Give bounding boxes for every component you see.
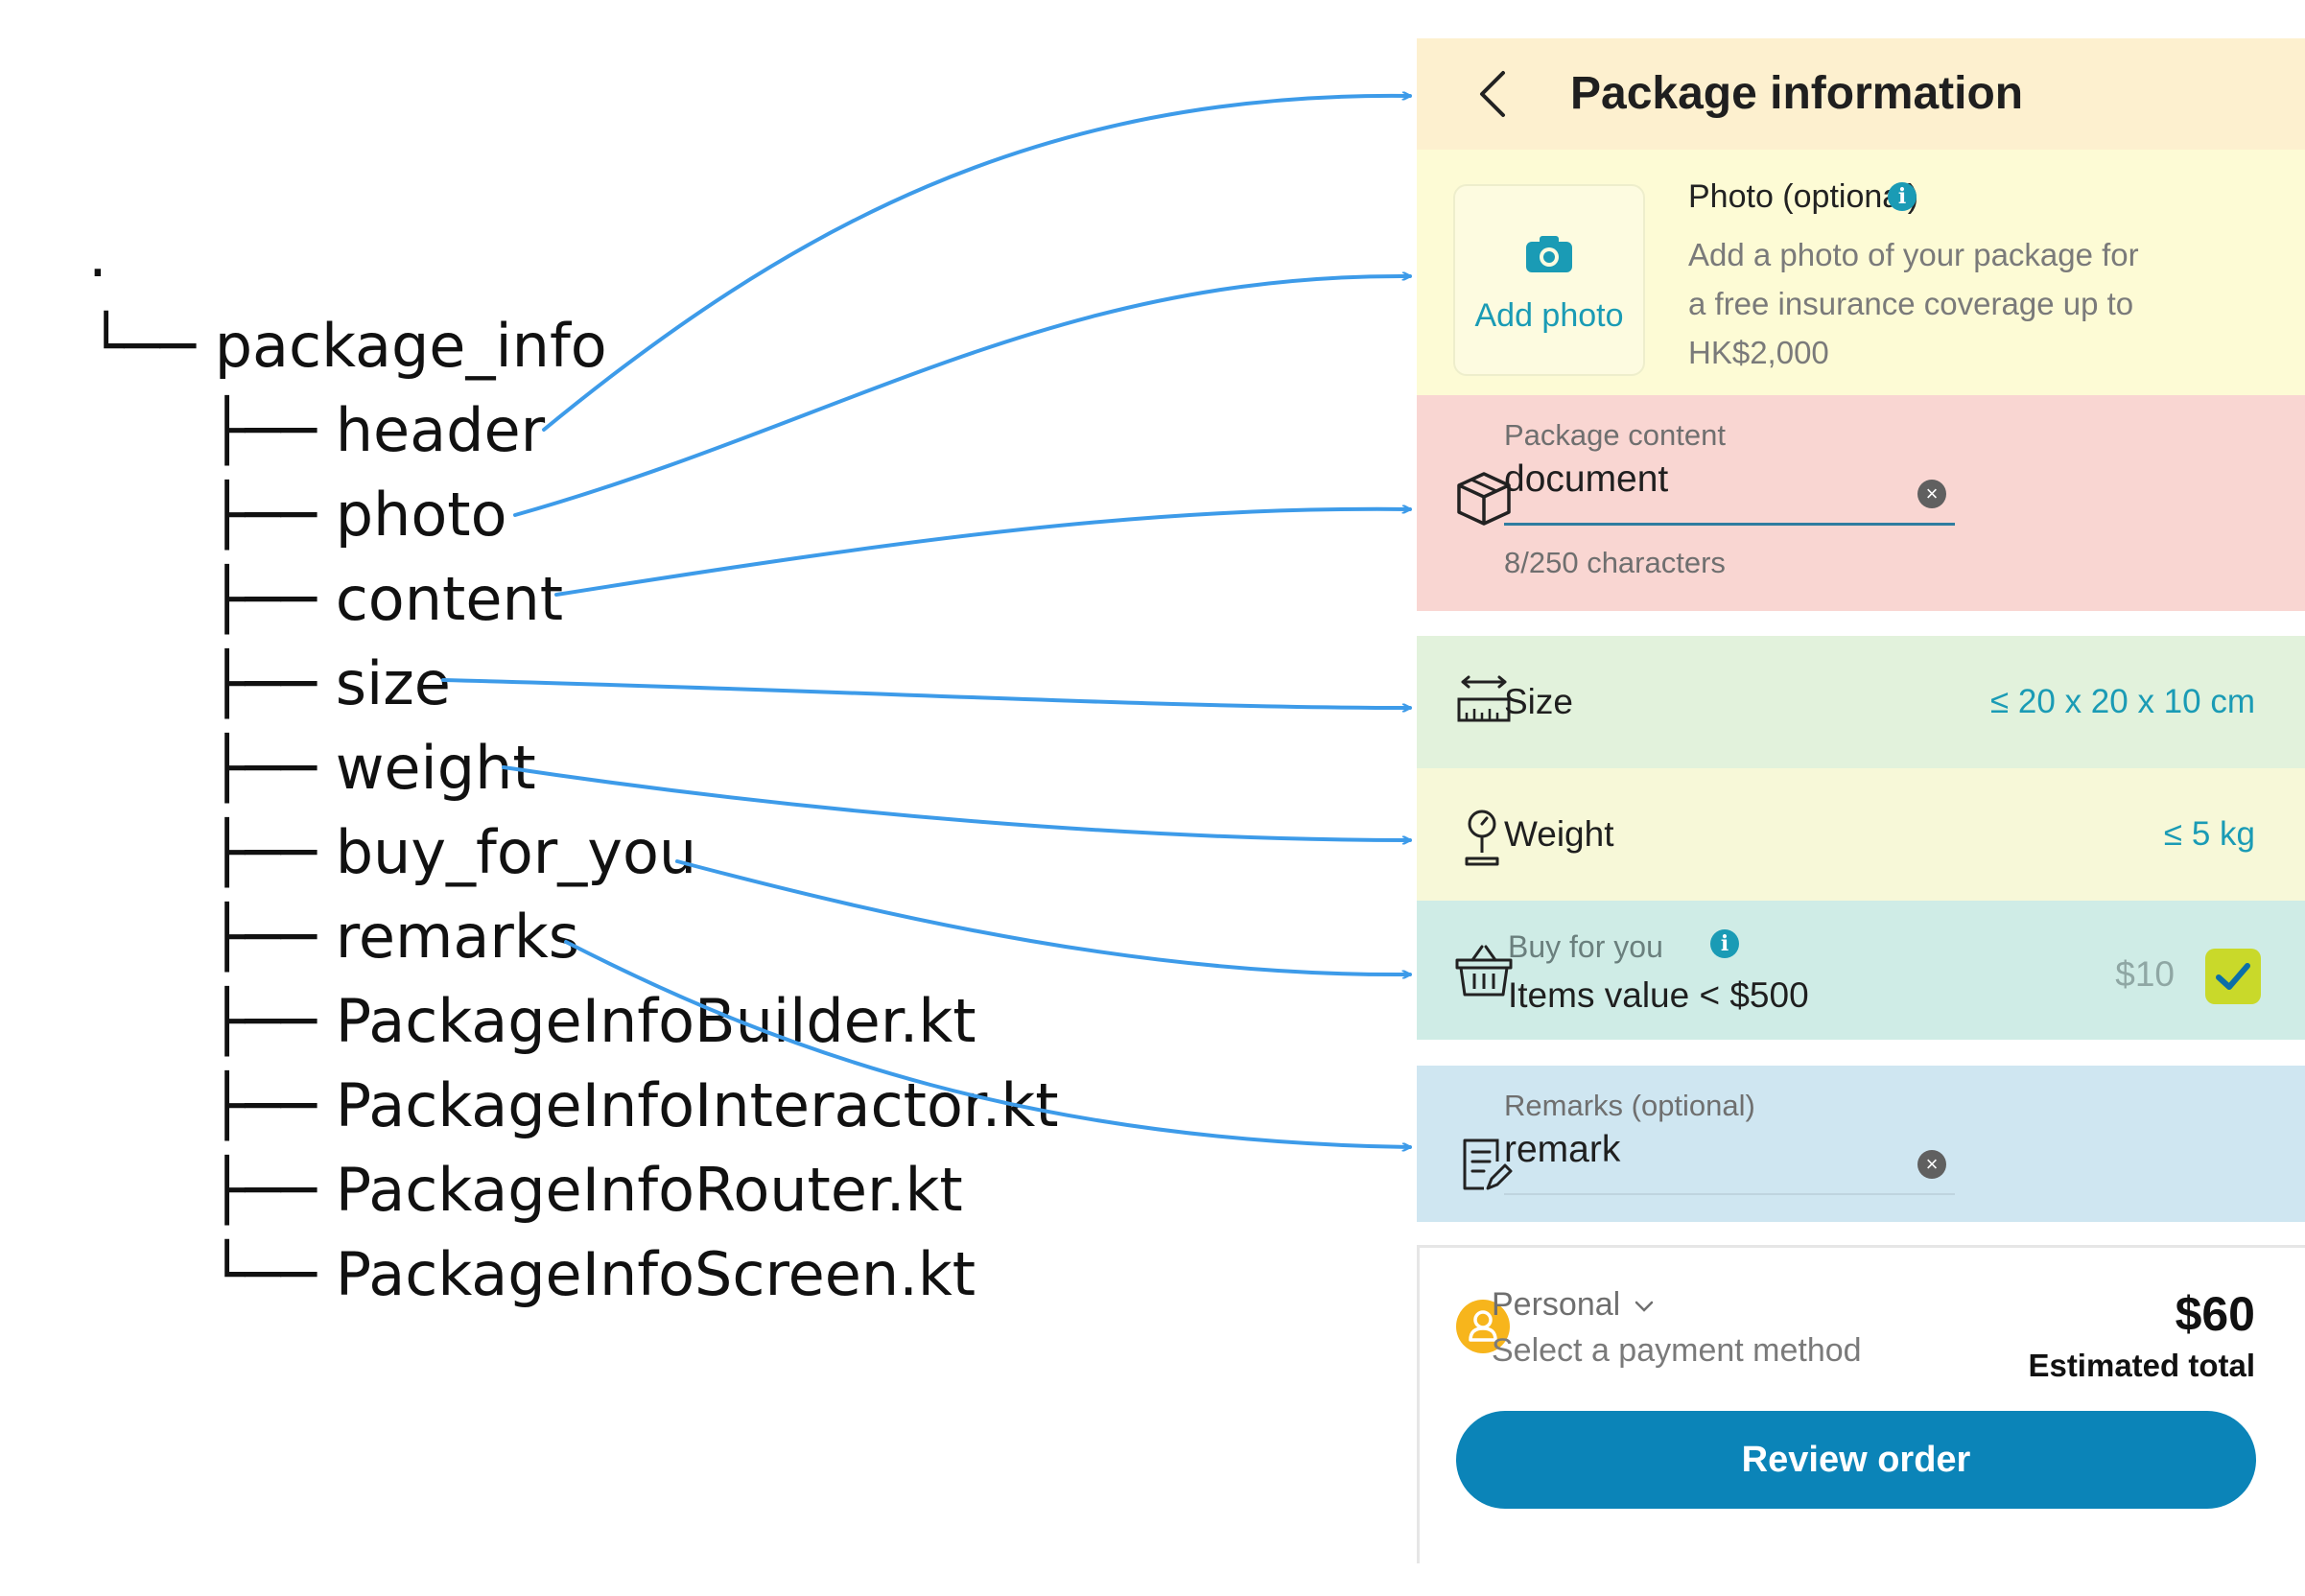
size-section[interactable]: Size ≤ 20 x 20 x 10 cm (1417, 636, 2305, 768)
photo-section: Add photo Photo (optional) i Add a photo… (1417, 150, 2305, 395)
tree-item-buy-for-you: ├── buy_for_you (209, 823, 696, 882)
chevron-left-icon[interactable] (1474, 69, 1513, 119)
tree-item-builder: ├── PackageInfoBuilder.kt (209, 992, 976, 1051)
weight-value: ≤ 5 kg (2163, 815, 2255, 853)
box-icon (1457, 472, 1511, 526)
account-selector[interactable]: Personal (1492, 1286, 1655, 1324)
tree-item-header: ├── header (209, 401, 545, 460)
size-label: Size (1504, 682, 1573, 721)
tree-branch: ├── (209, 902, 317, 972)
photo-desc-line: HK$2,000 (1688, 335, 1829, 370)
review-order-button[interactable]: Review order (1456, 1411, 2256, 1509)
tree-item-label: content (335, 564, 564, 634)
note-icon (1463, 1138, 1513, 1190)
tree-branch: └── (209, 1239, 317, 1309)
header-section: Package information (1417, 38, 2305, 150)
tree-item-weight: ├── weight (209, 739, 536, 798)
tree-item-photo: ├── photo (209, 485, 507, 545)
weight-label: Weight (1504, 814, 1614, 854)
tree-item-label: size (335, 648, 451, 718)
remarks-input[interactable]: remark (1504, 1129, 1621, 1170)
tree-item-size: ├── size (209, 654, 451, 714)
payment-method-selector[interactable]: Select a payment method (1492, 1332, 1862, 1369)
remarks-underline (1504, 1193, 1955, 1195)
add-photo-label: Add photo (1474, 297, 1624, 334)
tree-item-label: photo (335, 480, 507, 550)
tree-branch: └── (88, 311, 196, 381)
tree-item-content: ├── content (209, 570, 563, 629)
buy-for-you-section[interactable]: Buy for you i Items value < $500 $10 (1417, 901, 2305, 1040)
buy-for-you-label: Buy for you (1508, 929, 1663, 964)
photo-title: Photo (optional) (1688, 178, 1918, 216)
chevron-down-icon (1635, 1301, 1653, 1312)
tree-item-interactor: ├── PackageInfoInteractor.kt (209, 1076, 1059, 1136)
scale-icon (1465, 810, 1499, 866)
tree-branch: ├── (209, 480, 317, 550)
camera-icon (1526, 236, 1572, 272)
clear-icon[interactable]: × (1917, 480, 1946, 508)
person-icon (1469, 1310, 1497, 1342)
buy-for-you-checkbox[interactable] (2205, 949, 2261, 1004)
photo-desc-line: a free insurance coverage up to (1688, 286, 2134, 321)
tree-item-label: weight (335, 733, 536, 803)
size-value: ≤ 20 x 20 x 10 cm (1989, 683, 2255, 720)
estimated-total-value: $60 (2175, 1287, 2255, 1341)
tree-item-label: PackageInfoBuilder.kt (335, 986, 976, 1056)
tree-branch: ├── (209, 1070, 317, 1140)
content-section: Package content document × 8/250 charact… (1417, 395, 2305, 611)
page-title: Package information (1570, 68, 2024, 119)
content-counter: 8/250 characters (1504, 546, 1726, 579)
photo-description: Add a photo of your package for a free i… (1688, 230, 2225, 377)
content-underline (1504, 523, 1955, 526)
clear-icon[interactable]: × (1917, 1150, 1946, 1179)
avatar (1456, 1300, 1510, 1353)
tree-branch: ├── (209, 648, 317, 718)
photo-title-text: Photo (optional) (1688, 178, 1919, 215)
tree-item-label: PackageInfoRouter.kt (335, 1155, 963, 1225)
basket-icon (1455, 945, 1513, 997)
tree-root-dot: . (88, 221, 107, 291)
tree-item-label: buy_for_you (335, 817, 697, 887)
tree-root-row: └── package_info (88, 317, 607, 376)
buy-for-you-price: $10 (2115, 954, 2175, 994)
tree-item-label: PackageInfoScreen.kt (335, 1239, 976, 1309)
buy-for-you-sublabel: Items value < $500 (1508, 975, 1809, 1015)
tree-root-label: package_info (214, 311, 607, 381)
photo-desc-line: Add a photo of your package for (1688, 237, 2139, 272)
info-icon[interactable]: i (1710, 929, 1739, 958)
package-info-screen: Package information Add photo Photo (opt… (1417, 38, 2305, 1563)
tree-item-label: remarks (335, 902, 580, 972)
add-photo-button[interactable]: Add photo (1453, 184, 1645, 376)
ruler-icon (1457, 675, 1511, 722)
tree-item-screen: └── PackageInfoScreen.kt (209, 1245, 976, 1304)
remarks-label: Remarks (optional) (1504, 1089, 1755, 1122)
info-icon[interactable]: i (1888, 182, 1917, 211)
content-label: Package content (1504, 418, 1726, 452)
tree-item-label: PackageInfoInteractor.kt (335, 1070, 1059, 1140)
tree-branch: ├── (209, 817, 317, 887)
weight-section[interactable]: Weight ≤ 5 kg (1417, 768, 2305, 901)
tree-item-label: header (335, 395, 546, 465)
tree-branch: ├── (209, 564, 317, 634)
tree-item-router: ├── PackageInfoRouter.kt (209, 1161, 963, 1220)
tree-branch: ├── (209, 986, 317, 1056)
tree-branch: ├── (209, 1155, 317, 1225)
file-tree: . └── package_info ├── header ├── photo … (88, 221, 1059, 1304)
remarks-section: Remarks (optional) remark × (1417, 1066, 2305, 1222)
tree-item-remarks: ├── remarks (209, 907, 579, 967)
account-name: Personal (1492, 1286, 1621, 1323)
tree-branch: ├── (209, 395, 317, 465)
order-footer: Personal Select a payment method $60 Est… (1417, 1245, 2305, 1563)
tree-branch: ├── (209, 733, 317, 803)
estimated-total-label: Estimated total (2028, 1348, 2255, 1383)
content-input[interactable]: document (1504, 458, 1669, 500)
check-icon (2216, 963, 2250, 990)
